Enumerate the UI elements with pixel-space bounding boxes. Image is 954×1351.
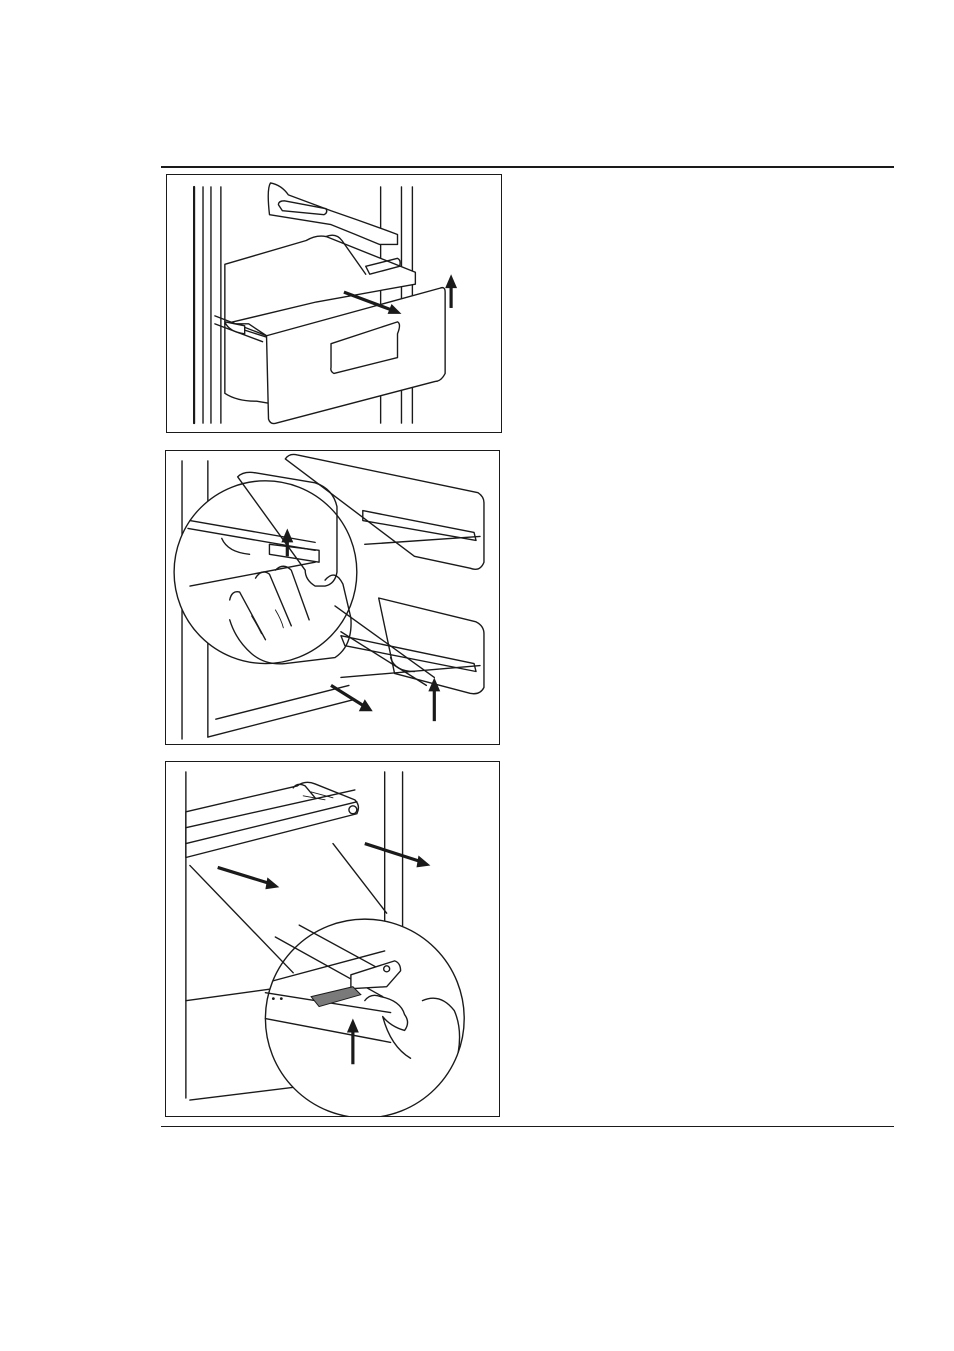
figure-rail-removal [165,761,500,1117]
lower-drawer-front [379,598,484,694]
rail-illustration [166,762,499,1116]
drawer-illustration [167,175,501,432]
shelf-illustration [166,451,499,744]
bottom-rule [161,1126,894,1127]
cabinet-floor-line [208,699,355,737]
pull-out-arrow-head [416,856,430,868]
pull-out-arrow [365,844,421,862]
figure-drawer-removal [166,174,502,433]
top-rule [161,166,894,168]
callout-line-left [190,865,293,972]
rail-dot-1 [272,997,275,1000]
figure-shelf-removal [165,450,500,745]
shelf-frame [186,782,359,857]
callout-line-right [333,844,387,914]
push-rail-arrow-head [265,877,279,889]
lift-up-arrow-head [445,274,457,288]
pull-shelf-arrow [331,685,363,705]
cabinet-floor-inner-line [216,685,349,719]
push-rail-arrow [218,867,270,883]
rail-dot-2 [280,997,283,1000]
